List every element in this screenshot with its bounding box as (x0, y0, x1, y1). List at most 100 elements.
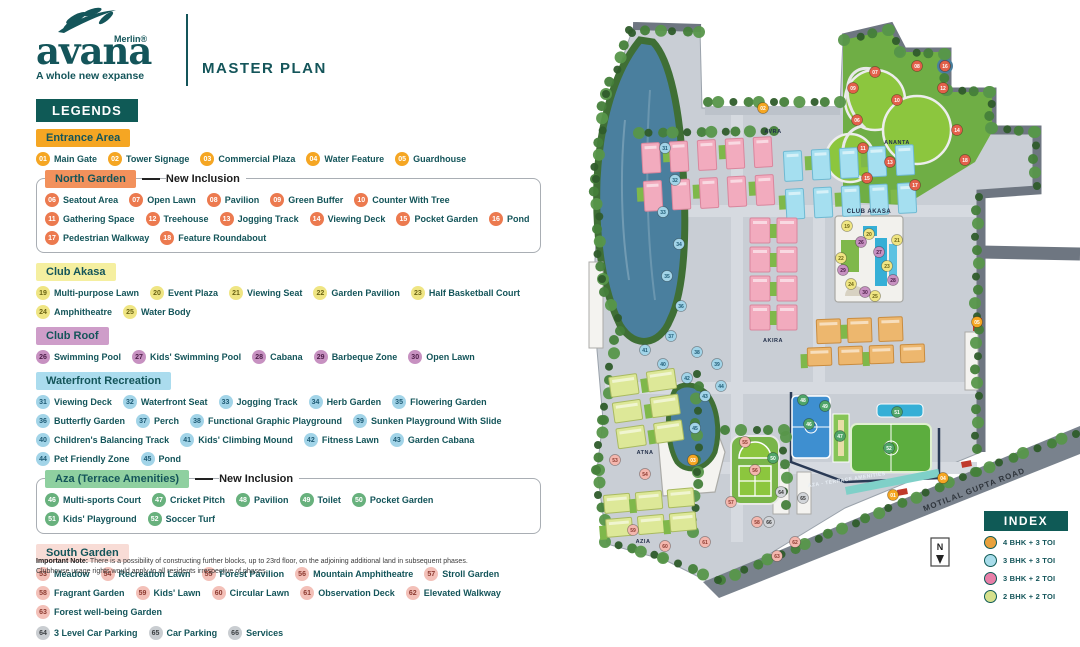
legend-item-label: Flowering Garden (410, 397, 487, 407)
legend-badge: 64 (36, 626, 50, 640)
legend-badge: 49 (299, 493, 314, 507)
brand-logo: Merlin® avana A whole new expanse (36, 7, 164, 82)
legend-item-label: Fragrant Garden (54, 588, 125, 598)
map-badge-61: 61 (699, 536, 711, 548)
legend-badge: 37 (136, 414, 151, 428)
map-badge-55: 55 (739, 436, 751, 448)
merlin-wordmark: Merlin® (114, 34, 148, 44)
legend-badge: 43 (389, 433, 404, 447)
legend-item-label: Viewing Deck (54, 397, 112, 407)
legend-badge: 23 (410, 286, 425, 300)
svg-text:31: 31 (662, 146, 668, 152)
index-header: INDEX (984, 511, 1068, 531)
section-title-club-roof: Club Roof (36, 327, 109, 345)
map-badge-16: 16 (939, 60, 951, 72)
legend-item-label: Water Feature (324, 154, 385, 164)
index-item-label: 2 BHK + 2 TOI (1003, 592, 1056, 601)
svg-text:51: 51 (894, 410, 900, 416)
legend-item-label: Jogging Track (237, 214, 299, 224)
legend-badge: 25 (123, 305, 138, 319)
legend-item-label: Event Plaza (168, 288, 219, 298)
legend-badge: 27 (132, 350, 147, 364)
legend-badge: 50 (351, 493, 366, 507)
legend-item-label: Multi-sports Court (63, 495, 141, 505)
legend-badge: 56 (295, 567, 310, 581)
svg-text:12: 12 (940, 86, 946, 92)
legend-badge: 09 (270, 193, 285, 207)
legend-badge: 11 (45, 212, 59, 226)
index-item-label: 3 BHK + 3 TOI (1003, 556, 1056, 565)
cluster-label-ananta: ANANTA (884, 140, 910, 146)
map-badge-15: 15 (861, 172, 873, 184)
building-clusters (599, 136, 926, 541)
map-badge-60: 60 (659, 540, 671, 552)
legend-badge: 44 (36, 452, 50, 466)
map-badge-11: 11 (857, 142, 869, 154)
index-item-label: 4 BHK + 3 TOI (1003, 538, 1056, 547)
map-badge-64: 64 (775, 486, 787, 498)
index-item-2: 3 BHK + 2 TOI (984, 572, 1068, 585)
legend-item-label: Pond (158, 454, 182, 464)
legend-item-label: 3 Level Car Parking (54, 628, 138, 638)
legend-badge: 05 (395, 152, 410, 166)
legend-item-label: Pond (506, 214, 530, 224)
cluster-4bhk (800, 316, 926, 369)
legend-badge: 54 (100, 567, 115, 581)
important-note: Important Note: There is a possibility o… (36, 557, 476, 577)
legend-item-label: Toilet (317, 495, 341, 505)
svg-text:02: 02 (760, 106, 766, 112)
cluster-label-atna: ATNA (637, 450, 654, 456)
index-item-label: 3 BHK + 2 TOI (1003, 574, 1056, 583)
map-badge-63: 63 (771, 550, 783, 562)
map-badge-46: 46 (803, 418, 815, 430)
svg-text:20: 20 (866, 232, 872, 238)
map-badge-54: 54 (639, 468, 651, 480)
map-badge-66: 66 (763, 516, 775, 528)
svg-text:10: 10 (894, 98, 900, 104)
legend-item-label: Kids' Lawn (153, 588, 201, 598)
section-title-entrance: Entrance Area (36, 129, 131, 147)
svg-text:56: 56 (752, 468, 758, 474)
legend-badge: 39 (353, 414, 368, 428)
legend-badge: 52 (147, 512, 162, 526)
brand-header: Merlin® avana A whole new expanse MASTER… (36, 7, 327, 86)
legend-item-label: Perch (154, 416, 180, 426)
legend-badge: 66 (228, 626, 243, 640)
cluster-avra (636, 136, 776, 212)
legend-item-label: Amphitheatre (54, 307, 113, 317)
svg-text:48: 48 (800, 398, 806, 404)
map-badge-50: 50 (767, 452, 779, 464)
legend-badge: 65 (148, 626, 163, 640)
legend-item-label: Forest well-being Garden (54, 607, 163, 617)
legend-badge: 41 (180, 433, 195, 447)
map-badge-47: 47 (834, 430, 846, 442)
svg-text:37: 37 (668, 334, 674, 340)
dash-line (141, 178, 160, 180)
svg-text:47: 47 (837, 434, 843, 440)
map-badge-24: 24 (845, 278, 857, 290)
